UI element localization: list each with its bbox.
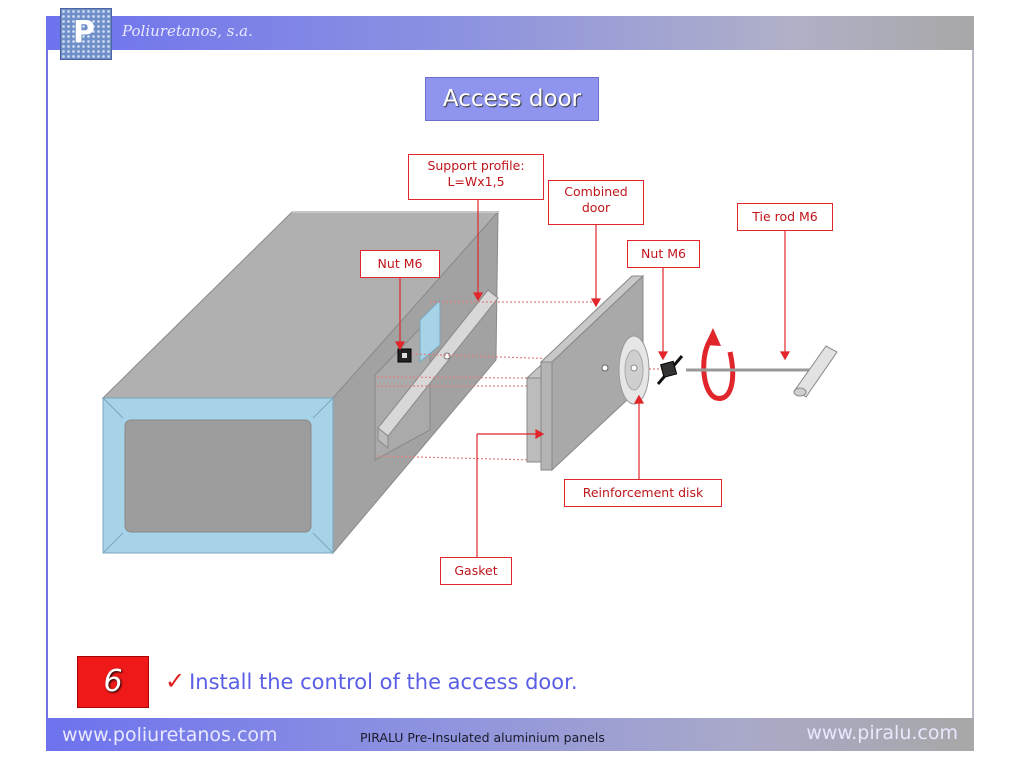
frame-left-border	[46, 50, 48, 718]
footer-link-piralu[interactable]: www.piralu.com	[806, 722, 958, 744]
label-reinforcement-disk: Reinforcement disk	[564, 479, 722, 507]
nut-right-shape	[656, 355, 684, 385]
label-combined-door-line2: door	[581, 200, 611, 215]
company-logo: P	[60, 8, 112, 60]
label-nut-left: Nut M6	[360, 250, 440, 278]
tie-rod-shape	[686, 345, 838, 398]
label-combined-door: Combined door	[548, 180, 644, 225]
label-nut-right: Nut M6	[627, 240, 700, 268]
step-instruction-text: Install the control of the access door.	[189, 670, 578, 694]
combined-door-shape	[539, 274, 645, 472]
company-name: Poliuretanos, s.a.	[122, 22, 253, 40]
footer-link-poliuretanos[interactable]: www.poliuretanos.com	[62, 724, 278, 746]
callout-lines	[394, 200, 791, 557]
checkmark-icon: ✓	[165, 667, 186, 695]
step-instruction: ✓Install the control of the access door.	[165, 667, 578, 695]
label-combined-door-line1: Combined	[564, 184, 628, 199]
header-bar	[46, 16, 974, 50]
label-support-profile-line1: Support profile:	[427, 158, 525, 173]
label-support-profile-line2: L=Wx1,5	[447, 174, 505, 189]
logo-letter: P	[73, 15, 95, 50]
duct-inner-opening	[124, 419, 312, 533]
label-support-profile: Support profile: L=Wx1,5	[408, 154, 544, 200]
support-profile	[377, 289, 499, 450]
footer-bar: www.poliuretanos.com PIRALU Pre-Insulate…	[46, 718, 974, 751]
label-tie-rod: Tie rod M6	[737, 203, 833, 231]
reinforcement-disk-shape	[618, 335, 650, 405]
step-number: 6	[103, 664, 123, 699]
footer-tagline: PIRALU Pre-Insulated aluminium panels	[360, 730, 605, 745]
frame-right-border	[972, 50, 974, 718]
slide-title: Access door	[425, 77, 599, 121]
step-number-box: 6	[77, 656, 149, 708]
label-gasket: Gasket	[440, 557, 512, 585]
rotation-arrow-icon	[701, 328, 736, 401]
